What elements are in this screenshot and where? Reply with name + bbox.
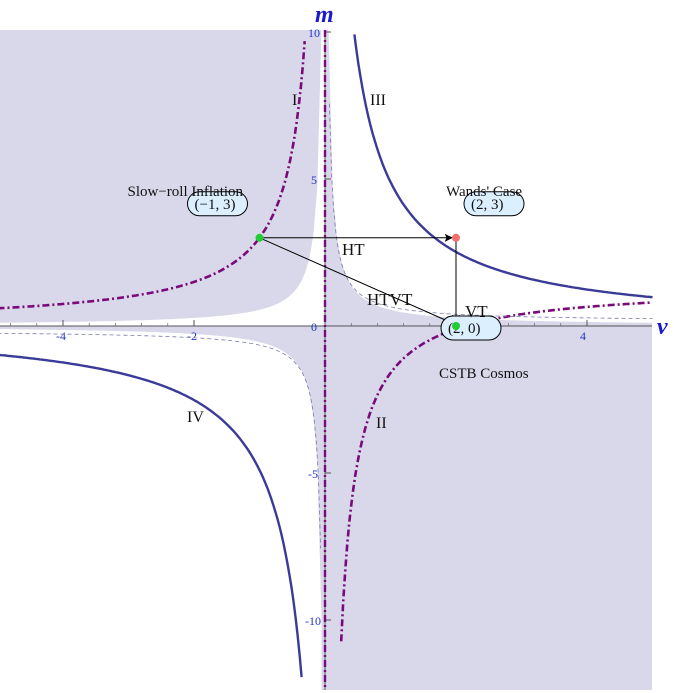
y-tick-label: 10 [308,26,320,40]
point-marker-slow-roll [255,233,264,242]
x-tick-label: -4 [56,329,66,343]
region-label-IV: IV [187,409,204,426]
curve-I [0,41,306,310]
point-coordinate-label: (2, 0) [448,321,481,337]
point-marker-cstb [452,322,460,330]
point-caption: Wands' Case [446,184,522,200]
point-coordinate-label: (−1, 3) [195,197,236,213]
y-tick-label: -5 [308,467,318,481]
x-axis-label: ν [657,314,668,340]
curve-II [339,301,653,642]
shade-upper-left [0,30,322,323]
point-caption: CSTB Cosmos [439,366,529,382]
shade-lower-right [325,326,652,690]
point-caption: Slow−roll Inflation [128,184,244,200]
points: (−1, 3)Slow−roll Inflation (2, 3)Wands' C… [128,184,529,382]
point-label-box [463,191,525,217]
y-tick-label: -10 [305,614,321,628]
shade-upper-right [325,30,653,326]
arrow-label-htvt: HTVT [367,290,413,309]
thin-dashed-lower-left [0,333,321,549]
x-tick-label: -2 [187,329,197,343]
arrow-htvt [259,237,453,324]
transition-arrows [259,233,460,324]
y-tick-label: 5 [311,173,317,187]
arrow-label-vt: VT [465,302,488,321]
curve-IV [0,353,303,678]
region-label-I: I [292,92,297,109]
region-label-III: III [370,92,386,109]
x-tick-label: 4 [580,329,586,343]
clear-upper-right [339,30,653,317]
axis-ticks: -4-2241050-5-10 [10,26,588,628]
arrow-label-ht: HT [342,240,365,259]
y-tick-label: 0 [311,320,317,334]
point-coordinate-label: (2, 3) [471,197,504,213]
shaded-regions [0,30,653,690]
region-label-II: II [376,415,387,432]
point-label-box [187,191,248,217]
point-marker-wands [452,233,460,242]
curve-III [353,34,653,299]
y-axis-label: m [315,2,334,28]
clear-lower-left [0,329,322,690]
